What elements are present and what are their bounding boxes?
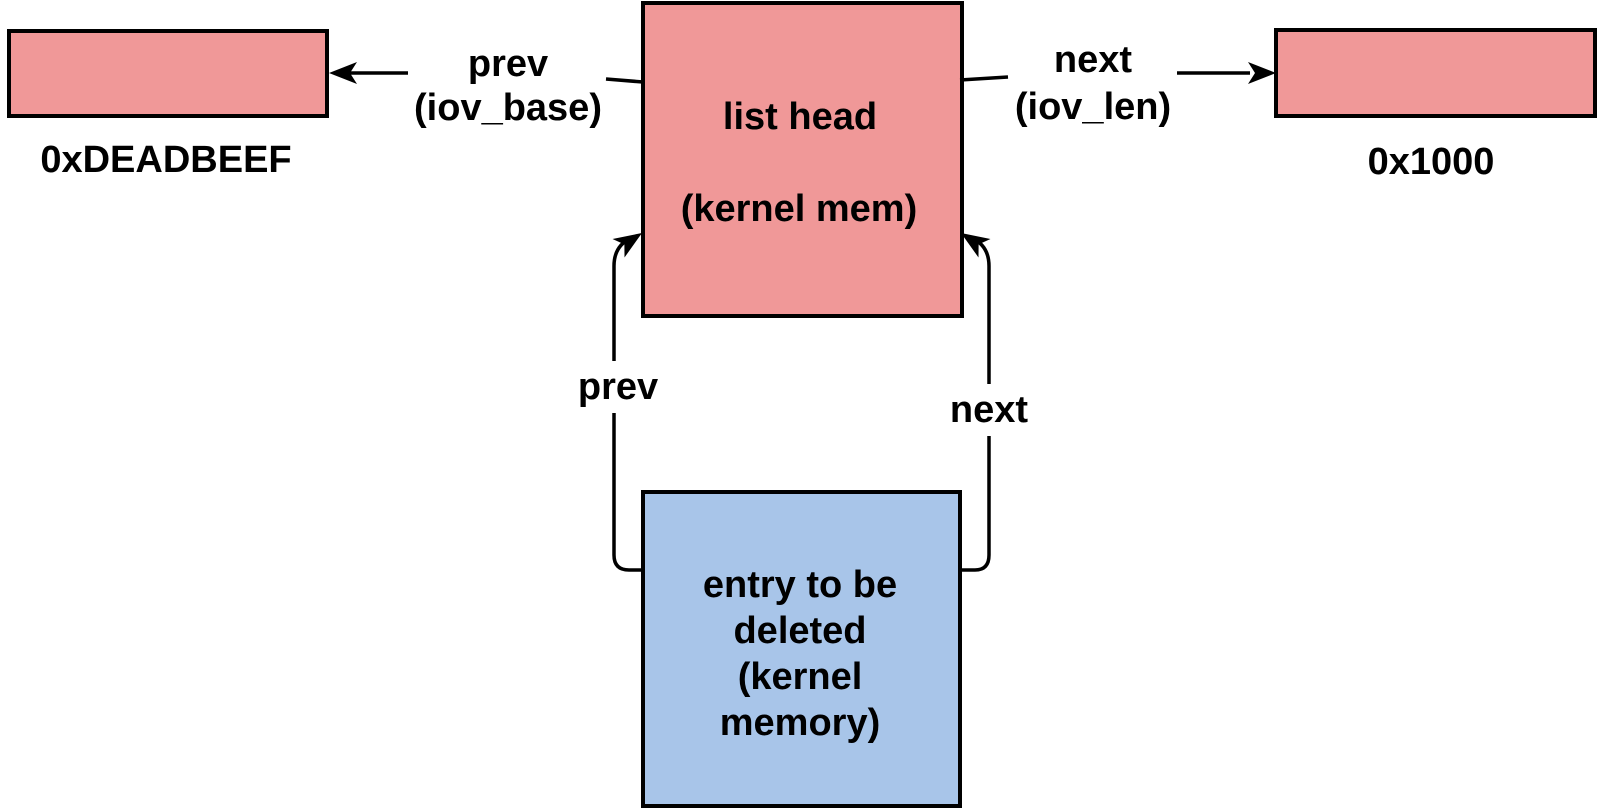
entry-next-label-backing <box>943 384 1035 436</box>
prev-iov-base-label-line2: (iov_base) <box>414 87 602 129</box>
right-target-node <box>1274 28 1597 118</box>
entry-prev-label: prev <box>578 366 658 408</box>
left-target-node <box>7 29 329 118</box>
entry-prev-edge <box>612 236 643 572</box>
list-head-label-line1: list head <box>723 96 877 138</box>
entry-next-arrowhead-icon <box>961 233 991 258</box>
entry-label-line4: memory) <box>720 702 881 744</box>
next-iov-len-label-line2: (iov_len) <box>1015 86 1171 128</box>
list-head-label-line2: (kernel mem) <box>681 188 918 230</box>
entry-next-label: next <box>950 389 1028 431</box>
entry-prev-label-backing <box>572 361 664 413</box>
entry-node <box>641 490 962 808</box>
prev-iov-base-label-line1: prev <box>468 43 548 85</box>
next-iov-len-label-line1: next <box>1054 39 1132 81</box>
entry-label-line2: deleted <box>733 610 866 652</box>
entry-prev-arrowhead-icon <box>612 233 642 258</box>
list-head-node <box>641 1 964 318</box>
right-target-address-label: 0x1000 <box>1368 141 1495 183</box>
entry-label-line1: entry to be <box>703 564 897 606</box>
entry-label-line3: (kernel <box>738 656 863 698</box>
prev-iov-base-arrowhead-icon <box>329 62 357 84</box>
prev-iov-base-connector-line <box>605 77 644 84</box>
entry-next-edge <box>960 236 991 572</box>
next-iov-len-connector-line <box>959 75 1009 82</box>
next-iov-len-arrowhead-icon <box>1248 62 1276 84</box>
left-target-address-label: 0xDEADBEEF <box>40 139 291 181</box>
